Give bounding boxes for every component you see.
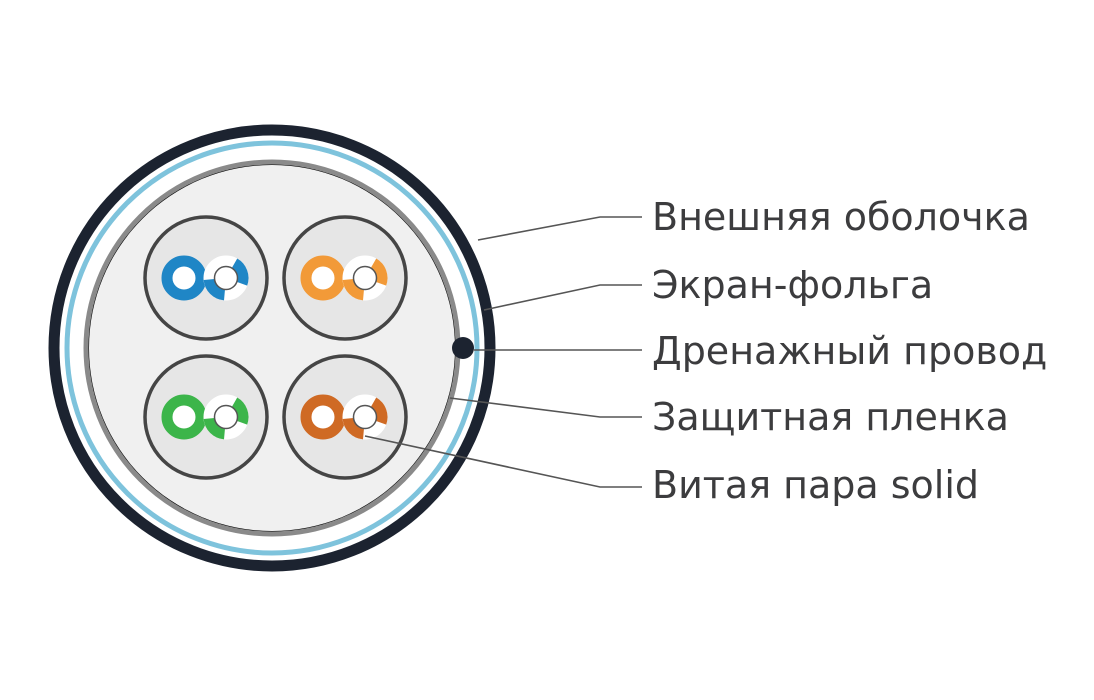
- conductor-stripe: [231, 397, 249, 425]
- conductor-stripe: [342, 417, 365, 440]
- conductor-stripe: [370, 397, 388, 425]
- conductor-stripe: [203, 278, 226, 301]
- conductor-core-outline: [352, 265, 378, 291]
- conductor-solid: [300, 255, 346, 301]
- drain-wire: [452, 337, 474, 359]
- twisted-pairs: [143, 215, 408, 480]
- leader-line-twisted-pair: [364, 435, 642, 488]
- conductor-solid: [161, 255, 207, 301]
- conductor-stripe: [370, 258, 388, 286]
- label-protective-film: Защитная пленка: [652, 395, 1009, 439]
- label-foil-screen: Экран-фольга: [652, 263, 933, 307]
- twisted-pair-brown: [282, 354, 408, 480]
- conductor-core-outline: [213, 265, 239, 291]
- twisted-pair-blue: [143, 215, 269, 341]
- twisted-pair-green: [143, 354, 269, 480]
- conductor-solid: [161, 394, 207, 440]
- labels: Внешняя оболочка Экран-фольга Дренажный …: [652, 195, 1047, 507]
- twisted-pair-orange: [282, 215, 408, 341]
- leader-line-foil-screen: [483, 284, 642, 311]
- conductor-stripe: [342, 278, 365, 301]
- inner-fill: [89, 165, 455, 531]
- conductor-core-outline: [213, 404, 239, 430]
- conductor-solid: [300, 394, 346, 440]
- cable-cross-section: [48, 124, 496, 572]
- foil-screen: [64, 140, 480, 556]
- label-drain-wire: Дренажный провод: [652, 329, 1047, 373]
- leader-line-protective-film: [449, 397, 642, 418]
- conductor-stripe: [231, 258, 249, 286]
- conductor-stripe: [203, 417, 226, 440]
- leader-line-outer-jacket: [477, 216, 642, 241]
- label-twisted-pair: Витая пара solid: [652, 463, 979, 507]
- leader-lines: [364, 216, 642, 488]
- conductor-core-outline: [352, 404, 378, 430]
- label-outer-jacket: Внешняя оболочка: [652, 195, 1030, 239]
